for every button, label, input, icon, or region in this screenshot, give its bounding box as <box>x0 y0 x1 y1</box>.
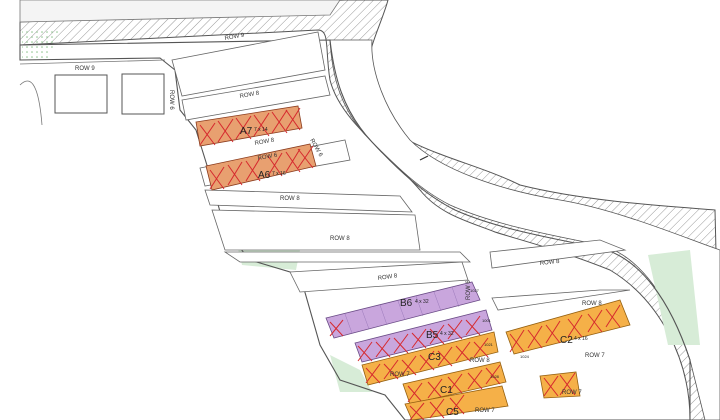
block-b5[interactable]: B5 4 x 32 <box>354 309 493 363</box>
block-c-left[interactable]: C3 <box>361 331 499 386</box>
row-tag-2: 1001 <box>482 318 492 323</box>
row-label-8a: ROW 8 <box>239 91 260 100</box>
curve-road <box>19 80 43 126</box>
row-label-8e: ROW 8 <box>377 273 398 282</box>
greenery-patch-3 <box>330 355 372 392</box>
structure-2 <box>121 73 165 115</box>
block-b5-dims: 4 x 32 <box>440 331 454 337</box>
row-label-8h: ROW 8 <box>470 358 490 364</box>
row-label-9a: ROW 9 <box>224 33 245 42</box>
greenery-patch-1 <box>22 28 60 60</box>
row-strip-1 <box>171 31 326 97</box>
north-arrow-icon <box>419 155 429 161</box>
block-c1[interactable]: C1 <box>402 361 507 405</box>
row-9-road <box>19 59 166 65</box>
row-label-7a: ROW 7 <box>390 372 410 378</box>
row-strip-7 <box>289 261 469 293</box>
block-b6-dims: 4 x 32 <box>415 299 429 305</box>
block-c1-code: C1 <box>440 385 453 396</box>
row-label-7c: ROW 7 <box>475 408 495 414</box>
block-b6[interactable]: B6 4 x 32 <box>325 281 481 339</box>
greenery-patch-4 <box>648 250 700 345</box>
row-strip-9 <box>491 289 631 311</box>
row-tag-1: 1027 <box>470 288 480 293</box>
row-label-7d: ROW 7 <box>562 390 582 396</box>
row-strip-8 <box>489 239 627 269</box>
row-label-6b: ROW 6 <box>168 90 174 110</box>
block-a7-dims: 7 x 14 <box>254 127 268 133</box>
block-c5[interactable]: C5 <box>404 385 509 420</box>
row-strip-5 <box>211 209 421 251</box>
block-c2-dims: 4 x 16 <box>574 336 588 342</box>
row-tag-3: 1021 <box>484 342 494 347</box>
block-c-small[interactable] <box>539 371 581 399</box>
structure-1 <box>54 74 108 114</box>
block-b5-code: B5 <box>426 330 439 341</box>
row-label-8c: ROW 8 <box>280 196 300 202</box>
row-strip-6 <box>223 251 471 263</box>
row-tag-5: 1028 <box>490 374 500 379</box>
top-road <box>19 0 341 23</box>
row-label-8f: ROW 8 <box>540 259 561 267</box>
block-c3-code: C3 <box>428 352 441 363</box>
row-label-6a: ROW 6 <box>257 153 278 162</box>
block-a6-code: A6 <box>258 170 271 181</box>
row-label-9b: ROW 9 <box>75 66 95 72</box>
row-label-8b: ROW 8 <box>254 138 275 147</box>
row-strip-4 <box>204 189 413 213</box>
block-a7[interactable]: A7 7 x 14 <box>195 105 303 147</box>
block-a6[interactable]: A6 7 x 16 <box>205 143 317 191</box>
row-strip-2 <box>181 75 331 121</box>
site-boundary <box>19 39 691 420</box>
block-c2[interactable]: C2 4 x 16 <box>505 299 631 355</box>
row-label-6d: ROW 6 <box>466 280 472 300</box>
row-label-7b: ROW 7 <box>585 353 605 359</box>
row-label-8g: ROW 8 <box>582 301 602 307</box>
block-a6-dims: 7 x 16 <box>272 171 286 177</box>
block-b6-code: B6 <box>400 298 413 309</box>
block-a7-code: A7 <box>240 126 253 137</box>
block-c5-code: C5 <box>446 407 459 418</box>
row-label-8d: ROW 8 <box>330 236 350 242</box>
block-c2-code: C2 <box>560 335 573 346</box>
row-tag-4: 1024 <box>520 354 530 359</box>
